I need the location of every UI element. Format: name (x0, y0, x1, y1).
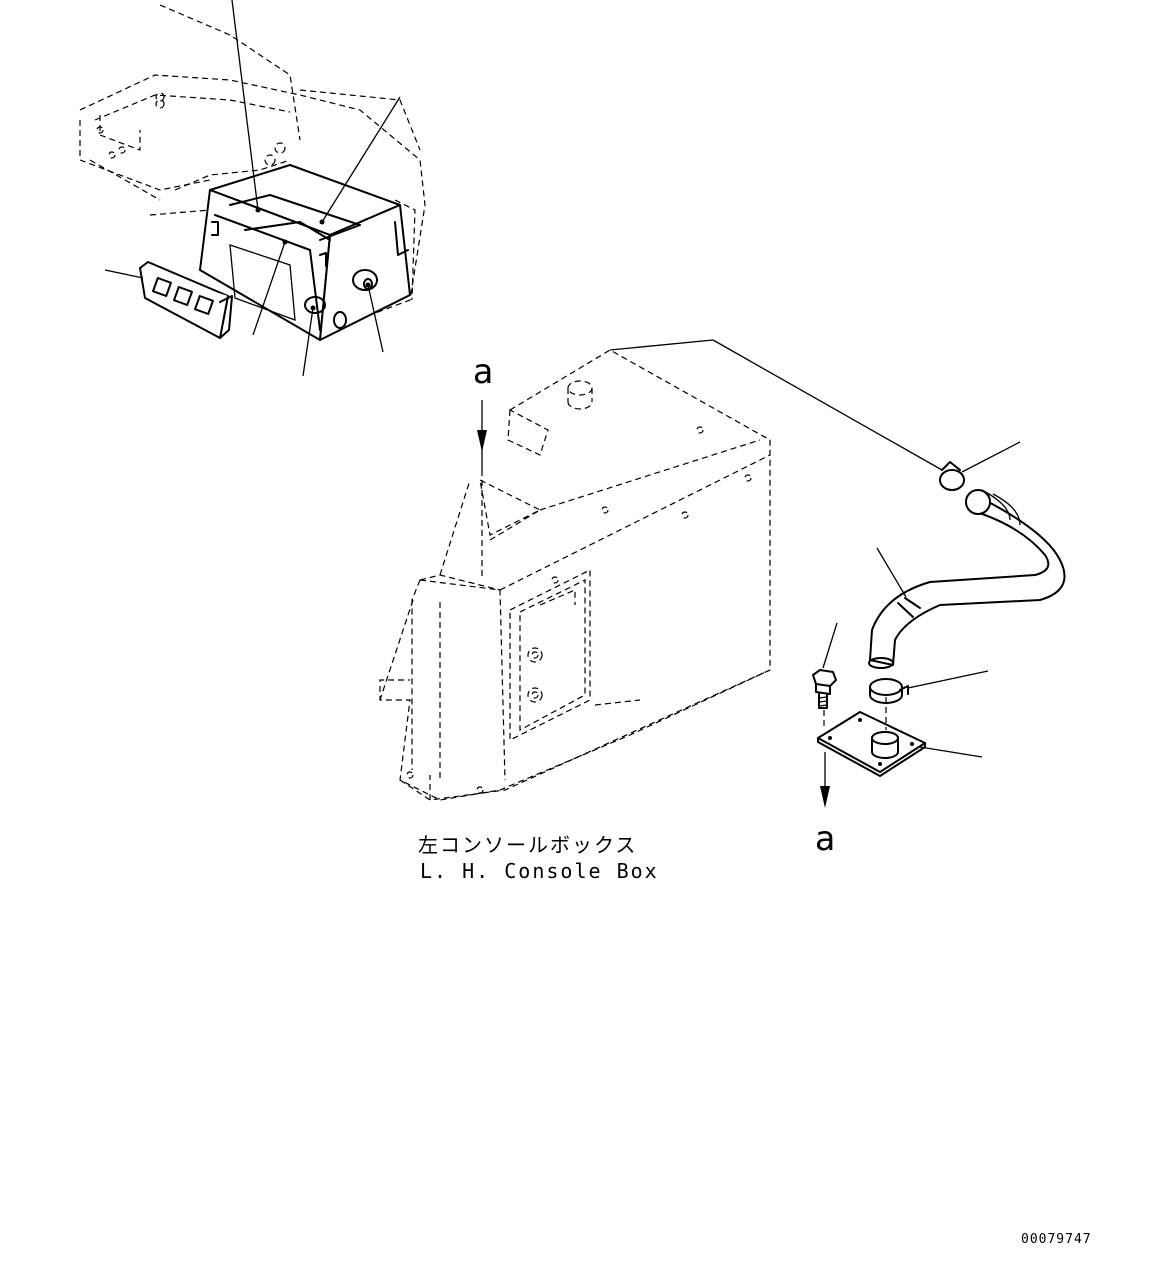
drain-plate (817, 711, 983, 777)
caption-japanese: 左コンソールボックス (418, 833, 637, 857)
drawing-number: 00079747 (1021, 1232, 1092, 1247)
view-marker-a-top: a (473, 352, 493, 580)
console-tray-detail (79, 0, 426, 377)
hose (868, 489, 1066, 669)
tray-box (199, 164, 411, 341)
hose-clamp-lower (869, 670, 989, 704)
drain-hose-assembly (812, 441, 1066, 777)
switch-panel (139, 261, 233, 339)
console-ghost-outline (79, 4, 426, 331)
view-marker-top-label: a (473, 352, 493, 392)
tray-leader-lines (104, 0, 401, 377)
caption-english: L. H. Console Box (420, 859, 659, 883)
view-marker-a-bottom: a (815, 752, 835, 859)
bolt (812, 622, 838, 709)
lh-console-box (379, 339, 943, 801)
hose-clamp-upper (939, 441, 1021, 491)
view-marker-bottom-label: a (815, 819, 835, 859)
